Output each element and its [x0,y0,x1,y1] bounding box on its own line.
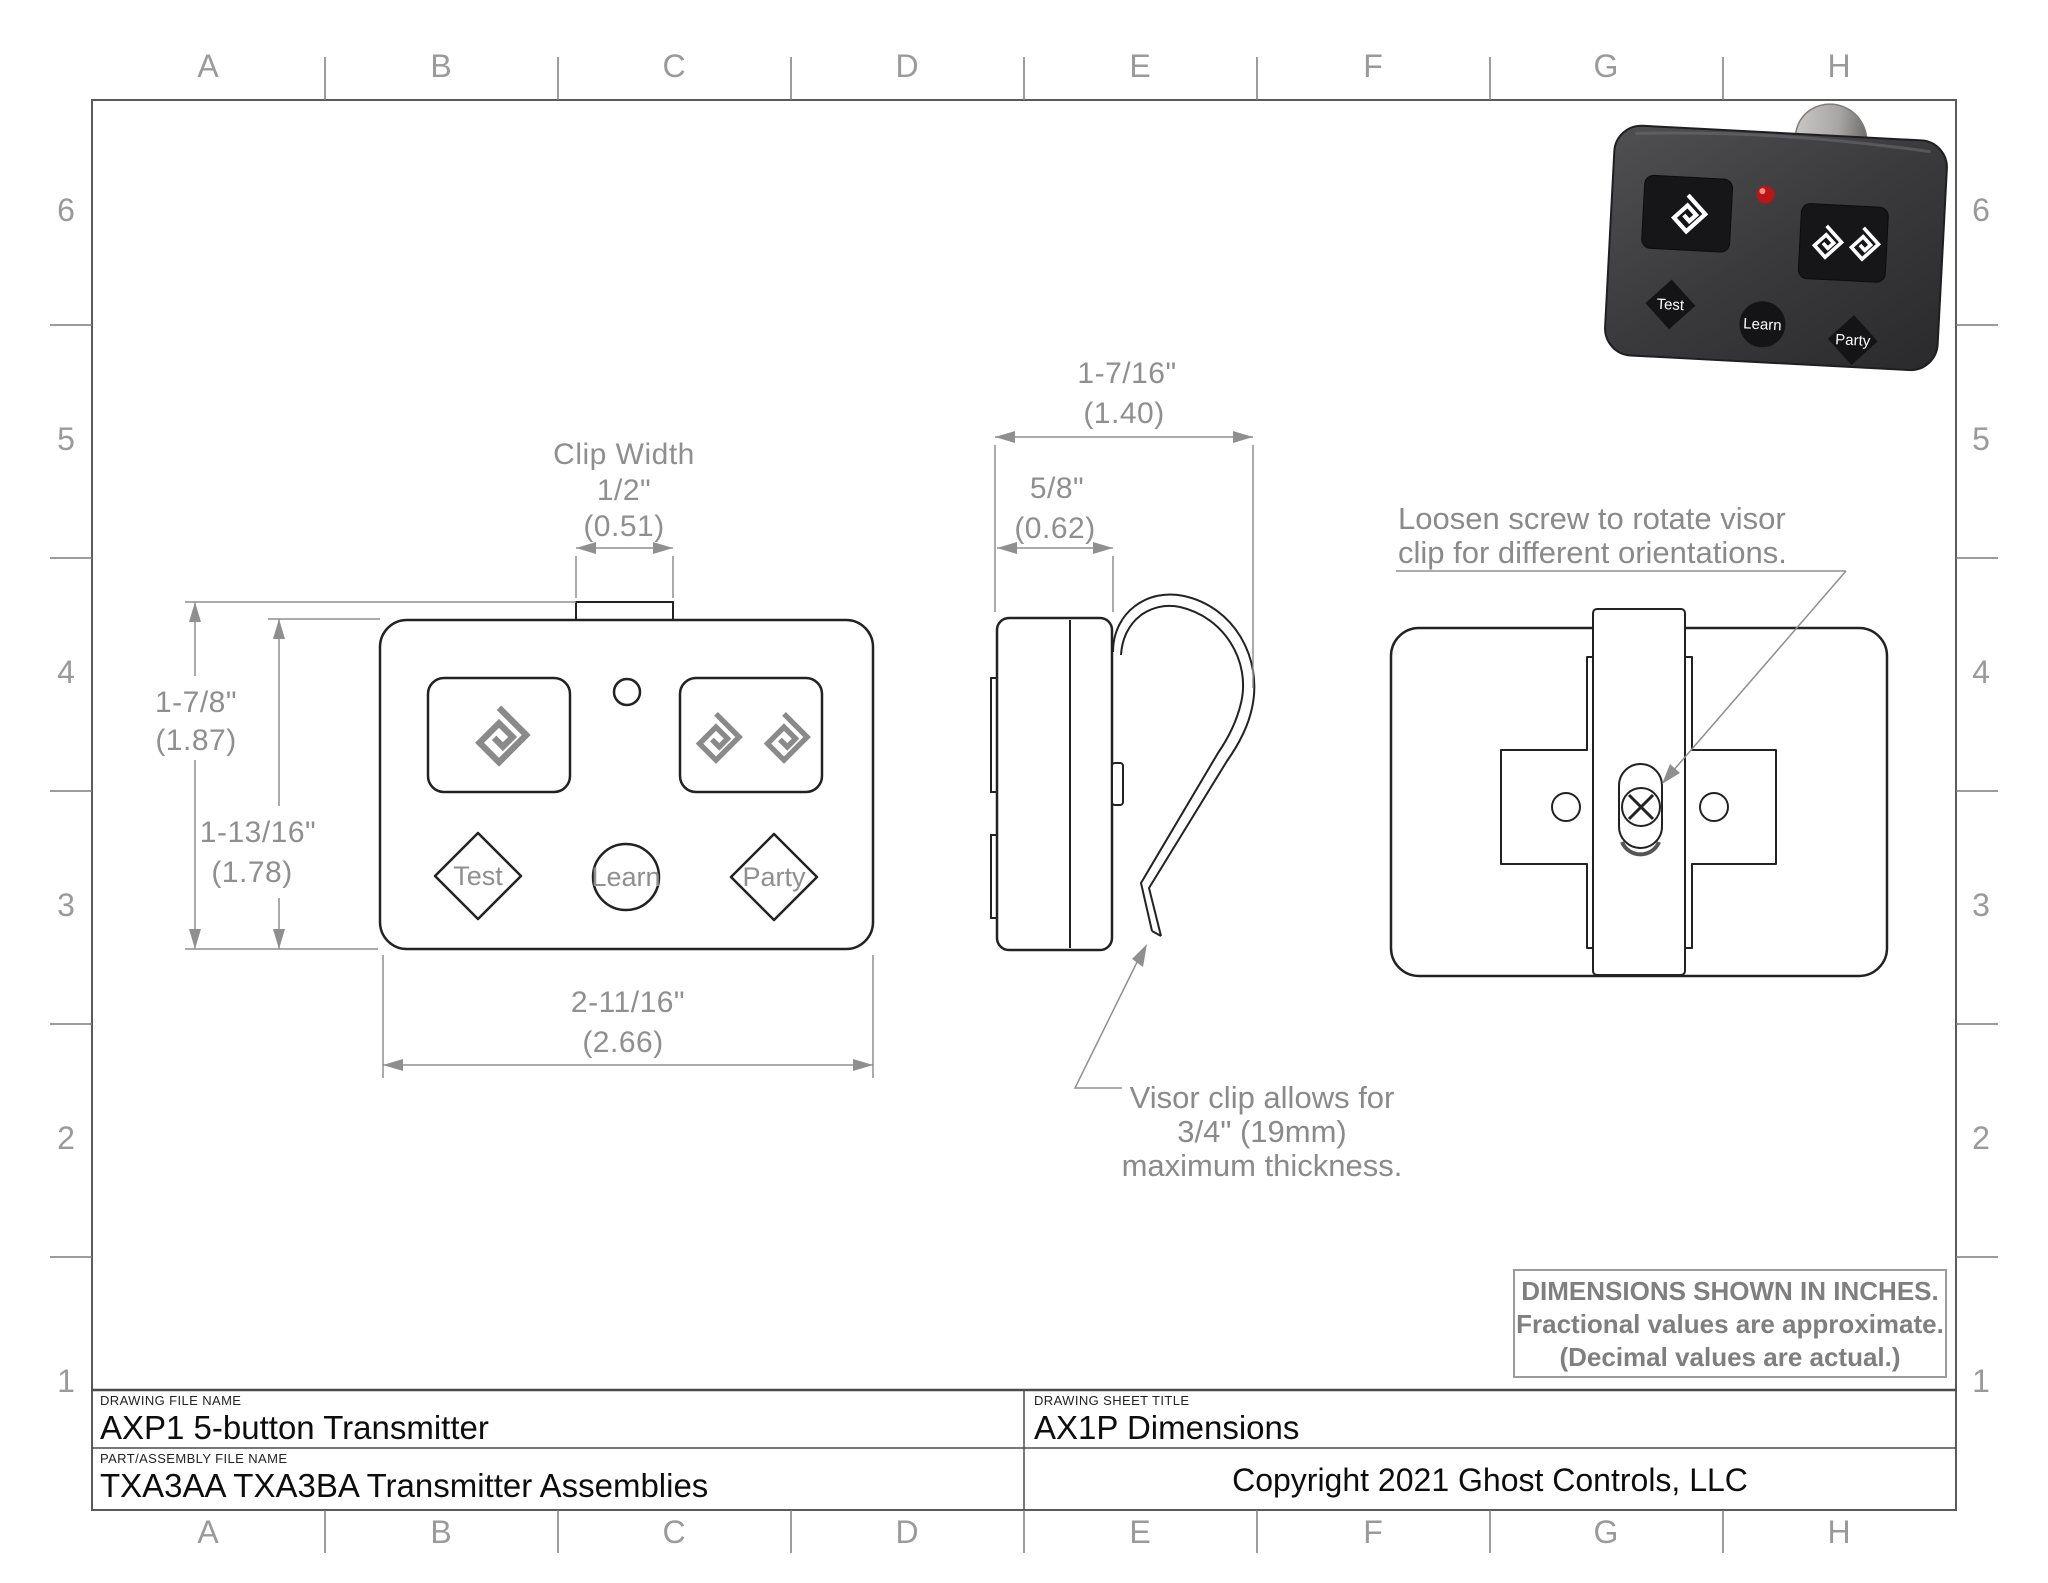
units-note-line1: DIMENSIONS SHOWN IN INCHES. [1521,1275,1939,1306]
clip-width-label: Clip Width [553,438,695,471]
visor-clip-inner [1120,604,1245,932]
part-file-name: TXA3AA TXA3BA Transmitter Assemblies [100,1467,709,1504]
side-body [995,616,1114,952]
front-party-label: Party [742,862,806,892]
grid-row-right-1: 1 [1972,1363,1990,1399]
sheet-title: AX1P Dimensions [1034,1409,1300,1446]
front-learn-button [591,842,661,912]
copyright-text: Copyright 2021 Ghost Controls, LLC [1232,1462,1748,1498]
overall-width-dec: (2.66) [582,1026,664,1059]
grid-col-top-f: F [1363,48,1383,84]
overall-width-frac: 2-11/16" [570,986,686,1019]
grid-row-left-3: 3 [57,887,75,923]
grid-col-bottom-c: C [662,1514,686,1550]
front-view [378,601,875,951]
grid-row-right-2: 2 [1972,1120,1990,1156]
photo-party-label: Party [1835,331,1871,350]
phillips-screw-icon [1627,793,1655,821]
back-right-hole [1699,792,1729,822]
back-view-leader [1396,570,1847,780]
clip-width-frac: 1/2" [596,474,652,507]
units-note-line3: (Decimal values are actual.) [1559,1341,1901,1372]
overall-height-dec: (1.87) [155,724,237,757]
grid-col-bottom-e: E [1129,1514,1151,1550]
title-block-borders [92,1388,1956,1510]
front-view-arrowheads [189,542,873,1071]
grid-col-top-a: A [197,48,219,84]
front-party-button [729,832,819,922]
grid-col-bottom-b: B [430,1514,452,1550]
grid-row-left-6: 6 [57,192,75,228]
body-depth-frac: 5/8" [1029,472,1085,505]
body-height-dec: (1.78) [211,856,293,889]
drawing-file-label: DRAWING FILE NAME [100,1393,242,1408]
grid-col-bottom-h: H [1827,1514,1851,1550]
sheet-title-label: DRAWING SHEET TITLE [1034,1393,1190,1408]
overall-depth-frac: 1-7/16" [1077,357,1177,390]
front-left-button [426,676,572,794]
screw-note-line1: Loosen screw to rotate visor [1398,501,1786,536]
visor-note-line1: Visor clip allows for [1129,1080,1395,1115]
drawing-file-name: AXP1 5-button Transmitter [100,1409,489,1446]
front-led [612,677,642,707]
grid-col-top-b: B [430,48,452,84]
grid-col-top-d: D [895,48,919,84]
grid-col-bottom-g: G [1593,1514,1619,1550]
front-clip-tab [575,601,674,621]
visor-clip-outer [1112,593,1256,937]
grid-col-top-e: E [1129,48,1151,84]
body-depth-dec: (0.62) [1014,512,1096,545]
units-note-line2: Fractional values are approximate. [1516,1308,1944,1339]
overall-height-frac: 1-7/8" [154,686,238,719]
grid-row-right-6: 6 [1972,192,1990,228]
photo-learn-label: Learn [1743,315,1782,334]
visor-note-line3: maximum thickness. [1121,1148,1403,1183]
grid-row-left-1: 1 [57,1363,75,1399]
front-learn-label: Learn [591,862,661,892]
product-photo: Test Learn Party [1596,79,1959,397]
overall-depth-dec: (1.40) [1083,397,1165,430]
grid-row-left-2: 2 [57,1120,75,1156]
grid-row-right-4: 4 [1972,654,1990,690]
photo-party-button [1827,315,1878,366]
back-left-hole [1551,792,1581,822]
screw-slot-shading [1620,841,1661,857]
front-test-button [433,831,523,921]
photo-learn-button [1739,301,1786,348]
units-note-box: DIMENSIONS SHOWN IN INCHES. Fractional v… [1513,1269,1947,1378]
grid-row-right-3: 3 [1972,887,1990,923]
body-height-frac: 1-13/16" [199,816,317,849]
photo-top-bevel [1635,131,1931,154]
side-view-arrowheads [995,431,1253,967]
front-view-dimensions [185,547,874,1078]
photo-led-highlight [1759,188,1766,195]
grid-col-bottom-a: A [197,1514,219,1550]
photo-test-label: Test [1656,296,1685,314]
grid-col-top-c: C [662,48,686,84]
front-right-button [678,676,824,794]
part-file-label: PART/ASSEMBLY FILE NAME [100,1451,288,1466]
photo-test-button [1645,279,1696,330]
clip-width-dec: (0.51) [583,510,665,543]
grid-col-bottom-f: F [1363,1514,1383,1550]
grid-col-bottom-d: D [895,1514,919,1550]
grid-row-right-5: 5 [1972,421,1990,457]
grid-col-top-g: G [1593,48,1619,84]
back-view [1389,608,1889,978]
visor-note-line2: 3/4" (19mm) [1177,1114,1347,1149]
back-leader-arrowhead [1662,764,1680,784]
grid-col-top-h: H [1827,48,1851,84]
side-view [990,593,1256,952]
side-clip-boss [1111,762,1124,806]
front-test-label: Test [453,861,503,891]
photo-left-button [1641,174,1734,253]
grid-row-left-4: 4 [57,654,75,690]
screw-note-line2: clip for different orientations. [1398,535,1787,570]
grid-ticks [50,57,1998,1553]
grid-row-left-5: 5 [57,421,75,457]
